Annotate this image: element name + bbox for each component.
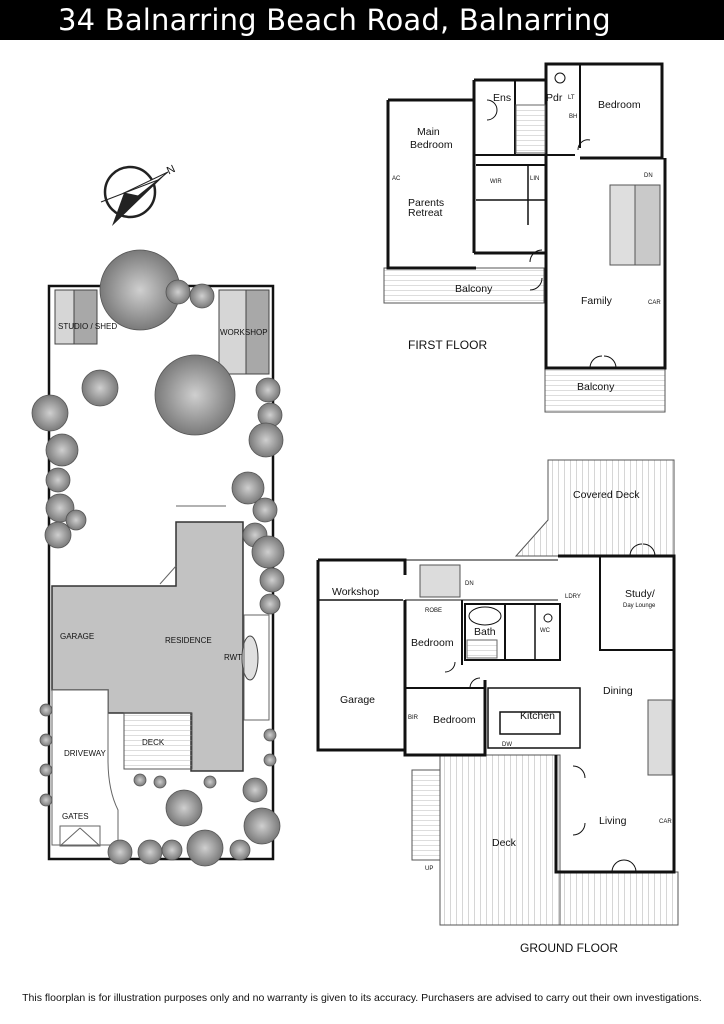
gf-small-dn: DN: [465, 581, 474, 587]
site-trees: [31, 249, 285, 867]
ground-floor-plan: [316, 459, 679, 926]
ff-room-ens: Ens: [493, 92, 511, 104]
tree-icon: [186, 829, 224, 867]
tree-icon: [65, 509, 87, 531]
first-floor-plan: [383, 62, 667, 413]
gf-stairs-2: [647, 699, 673, 776]
gf-small-robe: ROBE: [425, 608, 442, 614]
gf-small-up: UP: [425, 866, 433, 872]
ff-small-dn: DN: [644, 173, 653, 179]
tree-icon: [39, 793, 53, 807]
ff-room-family: Family: [581, 295, 613, 307]
tree-icon: [39, 733, 53, 747]
ff-room-balcony-bottom: Balcony: [577, 381, 615, 393]
tree-icon: [251, 535, 285, 569]
gf-room-living: Living: [599, 815, 627, 827]
tree-icon: [161, 839, 183, 861]
gf-room-workshop: Workshop: [332, 586, 379, 598]
ff-room-pdr: Pdr: [546, 92, 563, 104]
gf-deck: [439, 754, 561, 926]
tree-icon: [153, 775, 167, 789]
tree-icon: [107, 839, 133, 865]
tree-icon: [137, 839, 163, 865]
ff-room-parents-2: Retreat: [408, 207, 443, 219]
gf-small-bir: BIR: [408, 715, 419, 721]
tree-icon: [263, 728, 277, 742]
label-driveway: DRIVEWAY: [64, 749, 106, 758]
tree-icon: [165, 279, 191, 305]
site-plan: [47, 284, 275, 861]
tree-icon: [133, 773, 147, 787]
tree-icon: [248, 422, 284, 458]
ff-balcony-left: [383, 267, 545, 304]
label-rwt: RWT: [224, 653, 242, 662]
tree-icon: [154, 354, 236, 436]
tree-icon: [31, 394, 69, 432]
tree-icon: [165, 789, 203, 827]
ff-caption: FIRST FLOOR: [408, 338, 487, 352]
tree-icon: [189, 283, 215, 309]
gf-room-study-2: Day Lounge: [623, 603, 656, 609]
site-deck: [123, 712, 193, 770]
gf-small-ldry: LDRY: [565, 594, 581, 600]
label-deck: DECK: [142, 738, 165, 747]
gf-room-garage: Garage: [340, 694, 375, 706]
gf-small-wc: WC: [540, 628, 551, 634]
ff-room-main-2: Bedroom: [410, 139, 453, 151]
tree-icon: [242, 777, 268, 803]
ff-small-lin: LIN: [530, 176, 539, 182]
ff-small-lt: LT: [568, 95, 575, 101]
gf-room-bedroom-1: Bedroom: [411, 637, 454, 649]
label-garage: GARAGE: [60, 632, 94, 641]
gates: [59, 825, 101, 847]
gf-room-deck: Deck: [492, 837, 517, 849]
ff-room-bedroom: Bedroom: [598, 99, 641, 111]
tree-icon: [39, 763, 53, 777]
gf-room-study-1: Study/: [625, 588, 655, 600]
ff-room-balcony-left: Balcony: [455, 283, 493, 295]
header-bar: 34 Balnarring Beach Road, Balnarring: [0, 0, 724, 40]
rainwater-tank: [241, 635, 259, 681]
ff-small-ac: AC: [392, 176, 401, 182]
gf-room-dining: Dining: [603, 685, 633, 697]
tree-icon: [263, 753, 277, 767]
tree-icon: [81, 369, 119, 407]
gf-room-bath: Bath: [474, 626, 496, 638]
svg-text:N: N: [165, 163, 177, 177]
label-residence: RESIDENCE: [165, 636, 212, 645]
label-studio-shed: STUDIO / SHED: [58, 322, 117, 331]
label-workshop: WORKSHOP: [220, 328, 268, 337]
tree-icon: [259, 593, 281, 615]
disclaimer-text: This floorplan is for illustration purpo…: [22, 992, 702, 1004]
ff-room-main-1: Main: [417, 126, 440, 138]
tree-icon: [44, 521, 72, 549]
gf-caption: GROUND FLOOR: [520, 941, 618, 955]
gf-stairs: [419, 564, 461, 598]
ff-room-parents-1: Parents: [408, 197, 444, 209]
gf-covered-deck: [514, 459, 675, 557]
tree-icon: [45, 467, 71, 493]
label-gates: GATES: [62, 812, 89, 821]
tree-icon: [255, 377, 281, 403]
gf-room-bedroom-2: Bedroom: [433, 714, 476, 726]
gf-small-car: CAR: [659, 819, 672, 825]
tree-icon: [231, 471, 265, 505]
driveway: [51, 689, 119, 846]
tree-icon: [243, 807, 281, 845]
tree-icon: [45, 433, 79, 467]
page-title: 34 Balnarring Beach Road, Balnarring: [58, 3, 611, 37]
gf-small-dw: DW: [502, 742, 512, 748]
ff-small-bh: BH: [569, 114, 577, 120]
ff-small-car: CAR: [648, 300, 661, 306]
tree-icon: [252, 497, 278, 523]
tree-icon: [259, 567, 285, 593]
tree-icon: [229, 839, 251, 861]
compass-icon: N: [100, 163, 177, 226]
tree-icon: [203, 775, 217, 789]
ff-small-wir: WIR: [490, 179, 502, 185]
gf-room-covered-deck: Covered Deck: [573, 489, 640, 501]
gf-room-kitchen: Kitchen: [520, 710, 555, 722]
tree-icon: [39, 703, 53, 717]
